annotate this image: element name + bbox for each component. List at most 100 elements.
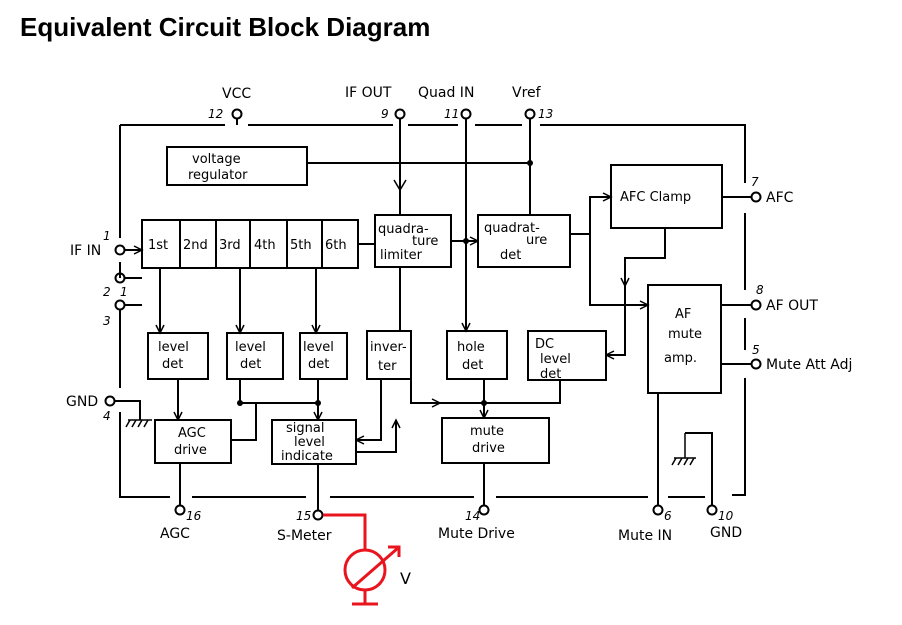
svg-text:14: 14 [465,509,480,523]
svg-text:hole: hole [457,340,485,355]
svg-text:2: 2 [103,285,111,299]
svg-text:quadrat-: quadrat- [484,221,540,236]
svg-text:2nd: 2nd [183,238,208,253]
voltage-regulator-block [166,146,308,186]
svg-text:GND: GND [66,394,98,410]
hole-det-block [446,330,508,380]
agc-drive-block [154,419,232,464]
svg-text:AFC Clamp: AFC Clamp [620,190,691,205]
if-amplifier-stages: 1st 2nd 3rd 4th 5th 6th [141,219,359,269]
level-det-block-1: level det [147,332,209,380]
svg-text:1st: 1st [148,238,168,253]
svg-text:amp.: amp. [664,351,697,366]
svg-text:limiter: limiter [380,248,423,263]
signal-level-indicate-block [271,419,357,465]
svg-text:level: level [303,340,334,355]
svg-text:AGC: AGC [178,426,206,441]
pin-mute-att-adj: Mute Att Adj 5 [750,343,852,373]
svg-text:mute: mute [470,424,504,439]
svg-text:det: det [240,357,261,372]
pin-if-in: IF IN 1 [70,229,144,259]
pin-vref: Vref 13 [512,85,553,215]
svg-text:regulator: regulator [188,168,248,183]
svg-text:11: 11 [444,107,459,121]
pin-quad-in: Quad IN 11 [418,85,474,330]
svg-text:7: 7 [751,175,759,189]
svg-text:12: 12 [208,107,223,121]
level-det-block-3: level det [299,332,348,380]
svg-text:det: det [308,357,329,372]
dc-level-det-block [527,330,607,381]
svg-text:6: 6 [664,509,672,523]
svg-text:drive: drive [174,443,207,458]
chip-border-left [119,125,170,498]
svg-text:Mute IN: Mute IN [618,528,672,544]
quadrature-limiter-block [374,214,452,268]
svg-text:det: det [162,357,183,372]
svg-text:4: 4 [103,409,111,423]
pin-af-out: AF OUT 8 [750,283,818,314]
svg-text:S-Meter: S-Meter [277,528,332,544]
diagram-title: Equivalent Circuit Block Diagram [20,12,431,42]
svg-text:IF IN: IF IN [70,243,101,259]
svg-text:3rd: 3rd [219,238,241,253]
svg-text:level: level [158,340,189,355]
svg-text:AGC: AGC [160,526,190,542]
level-det-block-2: level det [226,332,284,380]
svg-text:1: 1 [103,229,111,243]
voltmeter-icon: V [323,513,411,606]
svg-text:VCC: VCC [222,86,251,102]
chip-border-top [120,124,746,183]
svg-text:16: 16 [186,509,202,523]
svg-text:Mute Drive: Mute Drive [438,526,515,542]
svg-text:9: 9 [381,107,389,121]
quadrature-det-block [477,214,571,268]
svg-text:Mute Att Adj: Mute Att Adj [766,357,852,373]
svg-text:V: V [400,569,411,588]
pin-agc: AGC 16 [160,504,202,542]
svg-text:AFC: AFC [766,190,794,206]
svg-text:IF OUT: IF OUT [345,85,392,101]
svg-text:inver-: inver- [370,340,407,355]
pin-vcc: VCC 12 [208,86,251,125]
svg-text:ure: ure [526,233,547,248]
svg-text:15: 15 [296,509,311,523]
svg-text:1: 1 [120,285,128,299]
svg-text:ter: ter [378,359,397,374]
af-mute-amp-block [647,284,722,394]
svg-text:voltage: voltage [192,152,241,167]
svg-text:13: 13 [538,107,553,121]
svg-text:DC: DC [535,337,554,352]
svg-text:ture: ture [412,234,438,249]
svg-text:8: 8 [756,283,764,297]
svg-text:5th: 5th [290,238,312,253]
svg-text:10: 10 [718,509,734,523]
chip-border-right [732,213,746,496]
pin-afc: AFC 7 [750,175,794,206]
pin-gnd-10: GND 10 [706,504,742,541]
svg-text:mute: mute [668,327,702,342]
svg-text:3: 3 [103,314,111,328]
inverter-block [366,330,412,380]
pin-s-meter: S-Meter 15 [277,509,332,544]
svg-text:det: det [462,358,483,373]
pin-2: 2 1 [103,272,142,299]
svg-text:Quad IN: Quad IN [418,85,474,101]
svg-text:signal: signal [286,421,324,436]
svg-text:level: level [294,435,325,450]
svg-text:5: 5 [752,343,760,357]
pin-gnd-4: GND 4 [66,394,152,428]
svg-text:det: det [500,248,521,263]
svg-text:level: level [540,352,571,367]
svg-text:det: det [540,367,561,382]
pin-3: 3 [103,299,142,328]
svg-text:indicate: indicate [281,449,333,464]
pin-mute-drive: Mute Drive 14 [438,504,515,542]
svg-text:4th: 4th [254,238,276,253]
svg-text:level: level [235,340,266,355]
pin-if-out: IF OUT 9 [345,85,407,215]
svg-text:6th: 6th [325,238,347,253]
mute-drive-block [441,417,550,464]
svg-text:GND: GND [710,525,742,541]
